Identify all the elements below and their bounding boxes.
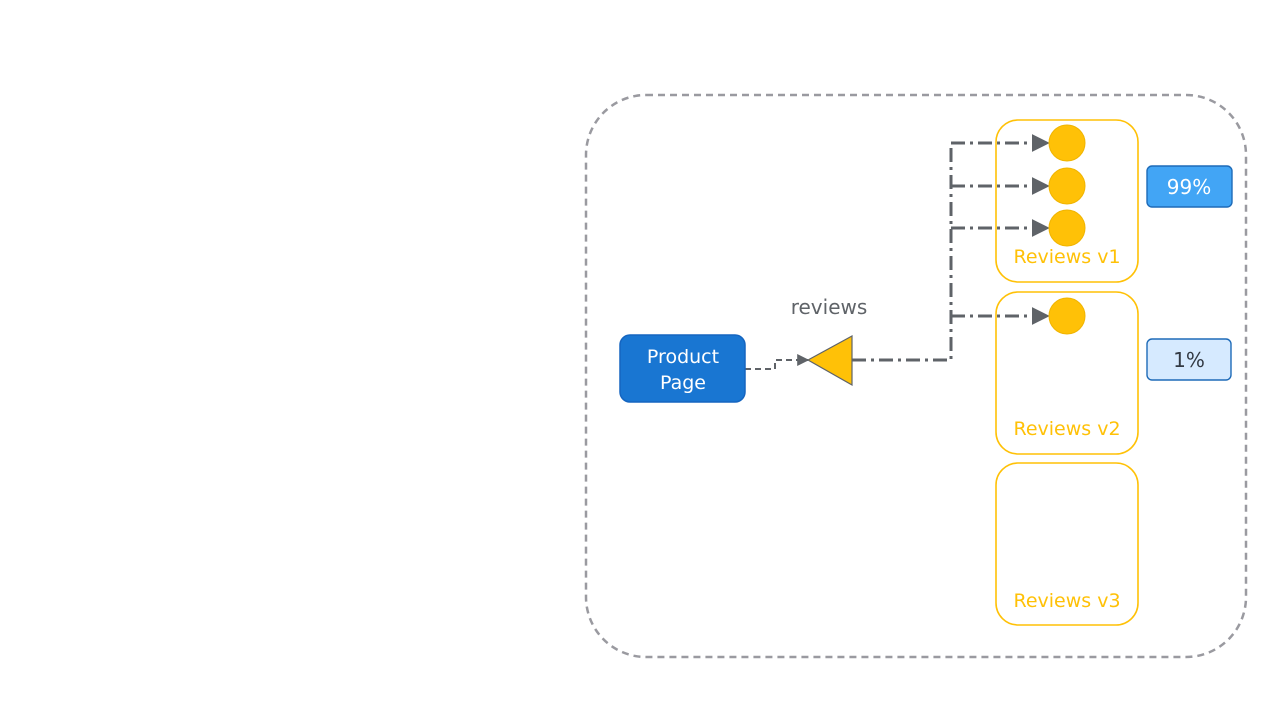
reviews-v3-label: Reviews v3	[1013, 590, 1120, 612]
reviews-v2-pod-1[interactable]	[1048, 297, 1086, 335]
reviews-v2-label: Reviews v2	[1013, 418, 1120, 440]
reviews-router-triangle[interactable]	[806, 334, 853, 387]
reviews-v1-pod-2[interactable]	[1048, 167, 1086, 205]
weight-badge-v2	[1146, 338, 1232, 381]
product-page-box[interactable]	[619, 334, 746, 403]
weight-badge-v1	[1146, 165, 1233, 208]
edge-router-trunk	[852, 143, 953, 362]
reviews-v3-container[interactable]	[995, 462, 1139, 626]
product-page-label-line2: Page	[660, 372, 706, 394]
reviews-v1-pod-1[interactable]	[1048, 124, 1086, 162]
service-label: reviews	[791, 295, 868, 319]
product-page-label-line1: Product	[647, 346, 719, 368]
edge-productpage-to-router	[745, 354, 810, 370]
weight-badge-v1-text: 99%	[1167, 175, 1211, 199]
reviews-v1-pod-3[interactable]	[1048, 209, 1086, 247]
weight-badge-v2-text: 1%	[1173, 348, 1205, 372]
cluster-boundary	[584, 93, 1248, 659]
reviews-v2-container[interactable]	[995, 291, 1139, 455]
reviews-v1-label: Reviews v1	[1013, 246, 1120, 268]
